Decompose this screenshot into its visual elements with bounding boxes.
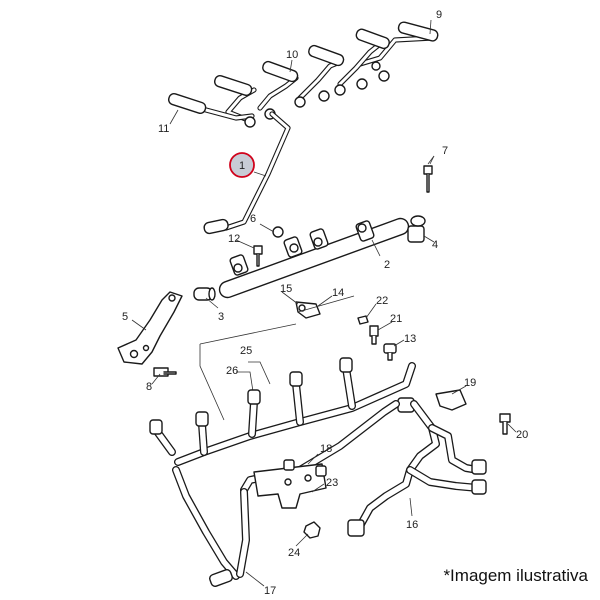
- bolt-21: [369, 325, 379, 345]
- callout-8: 8: [146, 381, 152, 393]
- callout-3: 3: [218, 311, 224, 323]
- callout-21: 21: [390, 313, 402, 325]
- fuel-rail: [218, 217, 410, 299]
- injector-pipe-a: [337, 28, 390, 87]
- callout-23: 23: [326, 477, 338, 489]
- bolt-12: [253, 245, 263, 267]
- callout-6: 6: [250, 213, 256, 225]
- pressure-sensor-4: [407, 215, 426, 243]
- callout-5: 5: [122, 311, 128, 323]
- harness-group-box: [199, 323, 297, 421]
- callout-14: 14: [332, 287, 344, 299]
- callout-7: 7: [442, 145, 448, 157]
- callout-22: 22: [376, 295, 388, 307]
- plug-3: [193, 287, 216, 301]
- callout-26: 26: [226, 365, 238, 377]
- bolt-20: [499, 413, 511, 435]
- leader-lines: [131, 19, 517, 587]
- callout-12: 12: [228, 233, 240, 245]
- callout-13: 13: [404, 333, 416, 345]
- fuel-feed-pipe: [203, 111, 291, 235]
- injector-pipe-10: [257, 60, 299, 111]
- callout-15: 15: [280, 283, 292, 295]
- callout-17: 17: [264, 585, 276, 597]
- temperature-sensor-14: [295, 301, 321, 319]
- connector-13: [383, 343, 397, 361]
- callout-19: 19: [464, 377, 476, 389]
- callout-4: 4: [432, 239, 438, 251]
- callout-9: 9: [436, 9, 442, 21]
- callout-18: 18: [320, 443, 332, 455]
- clip-22: [357, 315, 369, 325]
- illustrative-image-caption: *Imagem ilustrativa: [443, 566, 588, 585]
- callout-1: 1: [239, 160, 245, 172]
- callout-16: 16: [406, 519, 418, 531]
- callout-2: 2: [384, 259, 390, 271]
- bolt-8: [153, 367, 177, 377]
- harness-16: [347, 389, 487, 537]
- callout-11: 11: [158, 123, 169, 135]
- engine-harness-18: [236, 400, 400, 578]
- callout-24: 24: [288, 547, 300, 559]
- callout-10: 10: [286, 49, 298, 61]
- bolt-7: [423, 155, 435, 193]
- injector-wiring-harness: [149, 357, 416, 587]
- injector-pipe-b: [297, 44, 345, 101]
- injector-pipe-11: [167, 93, 255, 121]
- callout-20: 20: [516, 429, 528, 441]
- cap-6: [272, 226, 284, 238]
- bracket-5: [117, 291, 183, 365]
- injector-pipe-9: [357, 21, 439, 67]
- callout-25: 25: [240, 345, 252, 357]
- highlight-callout-1[interactable]: 1: [229, 152, 255, 178]
